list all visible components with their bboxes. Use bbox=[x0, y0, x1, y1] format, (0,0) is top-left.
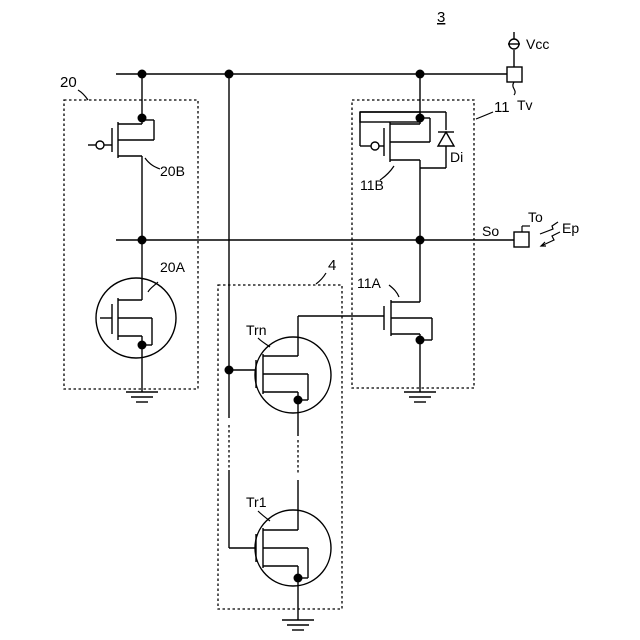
block-4 bbox=[218, 285, 342, 609]
label-ep: Ep bbox=[562, 220, 579, 236]
ep-arrow bbox=[540, 222, 560, 246]
label-11a: 11A bbox=[357, 275, 382, 291]
label-to: To bbox=[528, 209, 543, 225]
block-20 bbox=[64, 100, 198, 389]
supply-rail bbox=[116, 32, 522, 95]
transistor-20a bbox=[96, 278, 176, 358]
label-trn: Trn bbox=[246, 322, 266, 338]
transistor-11a bbox=[384, 296, 432, 340]
diode-di bbox=[420, 112, 454, 168]
label-tv: Tv bbox=[517, 97, 533, 113]
label-20a: 20A bbox=[160, 259, 186, 275]
block-11 bbox=[352, 100, 474, 388]
output-line-so bbox=[116, 226, 530, 247]
terminal-tv bbox=[507, 67, 522, 82]
ground-4 bbox=[282, 620, 314, 630]
label-block-11: 11 bbox=[494, 99, 510, 116]
label-di: Di bbox=[450, 149, 463, 165]
label-so: So bbox=[482, 223, 499, 239]
label-vcc: Vcc bbox=[526, 36, 549, 52]
transistor-20b bbox=[88, 118, 154, 158]
terminal-to bbox=[514, 232, 529, 247]
label-block-4: 4 bbox=[328, 257, 336, 274]
label-block-20: 20 bbox=[60, 74, 77, 91]
ground-20 bbox=[126, 392, 158, 402]
label-tr1: Tr1 bbox=[246, 494, 267, 510]
label-20b: 20B bbox=[160, 163, 185, 179]
ground-11 bbox=[404, 392, 436, 402]
figure-number: 3 bbox=[437, 9, 445, 26]
